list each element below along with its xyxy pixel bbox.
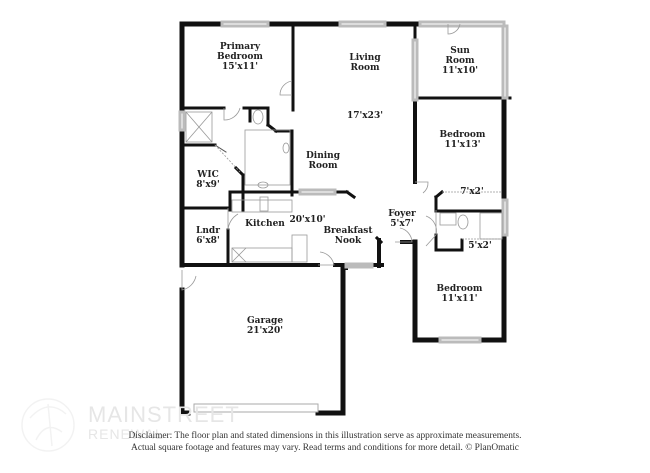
- room-label-primary-bedroom: Primary Bedroom 15'x11': [205, 42, 275, 72]
- room-dimensions: 5'x2': [468, 241, 492, 251]
- room-dimensions: 8'x9': [196, 180, 220, 190]
- room-name: Foyer: [388, 209, 416, 219]
- room-dimensions: 11'x13': [444, 140, 481, 150]
- room-name: Bedroom: [436, 284, 483, 294]
- room-dimensions: 17'x23': [347, 111, 383, 121]
- room-name: Breakfast: [323, 226, 373, 236]
- room-name: WIC: [197, 170, 219, 180]
- room-name: Kitchen: [245, 219, 285, 229]
- room-name: Bedroom: [439, 130, 486, 140]
- room-label-closet-2: 5'x2': [462, 241, 498, 251]
- room-dimensions: 6'x8': [196, 236, 220, 246]
- room-dimensions: 5'x7': [390, 219, 414, 229]
- room-dimensions: 20'x10': [289, 215, 326, 225]
- room-label-breakfast-nook: Breakfast Nook: [318, 226, 378, 246]
- room-name: Living: [349, 53, 381, 63]
- room-name: Room: [445, 56, 475, 66]
- room-dimensions: 11'x11': [441, 294, 478, 304]
- room-name: Bedroom: [217, 52, 263, 62]
- watermark-brand: MAINSTREET: [88, 402, 240, 427]
- room-dimensions-living-room: 17'x23': [330, 111, 400, 121]
- room-label-garage: Garage 21'x20': [230, 316, 300, 336]
- room-label-dining-room: Dining Room: [288, 151, 358, 171]
- room-dimensions: 21'x20': [247, 326, 283, 336]
- room-name: Lndr: [196, 226, 220, 236]
- room-name: Dining: [305, 151, 341, 161]
- room-name: Primary: [219, 42, 261, 52]
- room-dimensions: 7'x2': [460, 187, 484, 197]
- room-label-bedroom-3: Bedroom 11'x11': [422, 284, 497, 304]
- room-dimensions: 15'x11': [222, 62, 258, 72]
- room-name: Garage: [246, 316, 284, 326]
- room-label-bedroom-2: Bedroom 11'x13': [425, 130, 500, 150]
- watermark-sub: RENEWAL: [88, 426, 164, 442]
- room-label-wic: WIC 8'x9': [188, 170, 228, 190]
- room-label-living-room: Living Room: [330, 53, 400, 73]
- room-label-sun-room: Sun Room 11'x10': [425, 46, 495, 76]
- room-name: Room: [308, 161, 338, 171]
- watermark-logo-icon: [21, 398, 75, 452]
- room-name: Nook: [334, 236, 362, 246]
- room-label-kitchen: Kitchen: [240, 219, 290, 229]
- room-label-laundry: Lndr 6'x8': [188, 226, 228, 246]
- doors: [181, 23, 461, 291]
- room-label-closet-1: 7'x2': [452, 187, 492, 197]
- room-dimensions-kitchen: 20'x10': [285, 215, 330, 225]
- windows: [178, 20, 509, 413]
- room-name: Sun: [450, 46, 470, 56]
- walls: [179, 21, 512, 416]
- room-name: Room: [350, 63, 380, 73]
- room-dimensions: 11'x10': [442, 66, 478, 76]
- fixtures: [185, 109, 503, 263]
- disclaimer-line-1: Disclaimer: The floor plan and stated di…: [128, 431, 522, 441]
- disclaimer-line-2: Actual square footage and features may v…: [131, 443, 519, 453]
- room-label-foyer: Foyer 5'x7': [382, 209, 422, 229]
